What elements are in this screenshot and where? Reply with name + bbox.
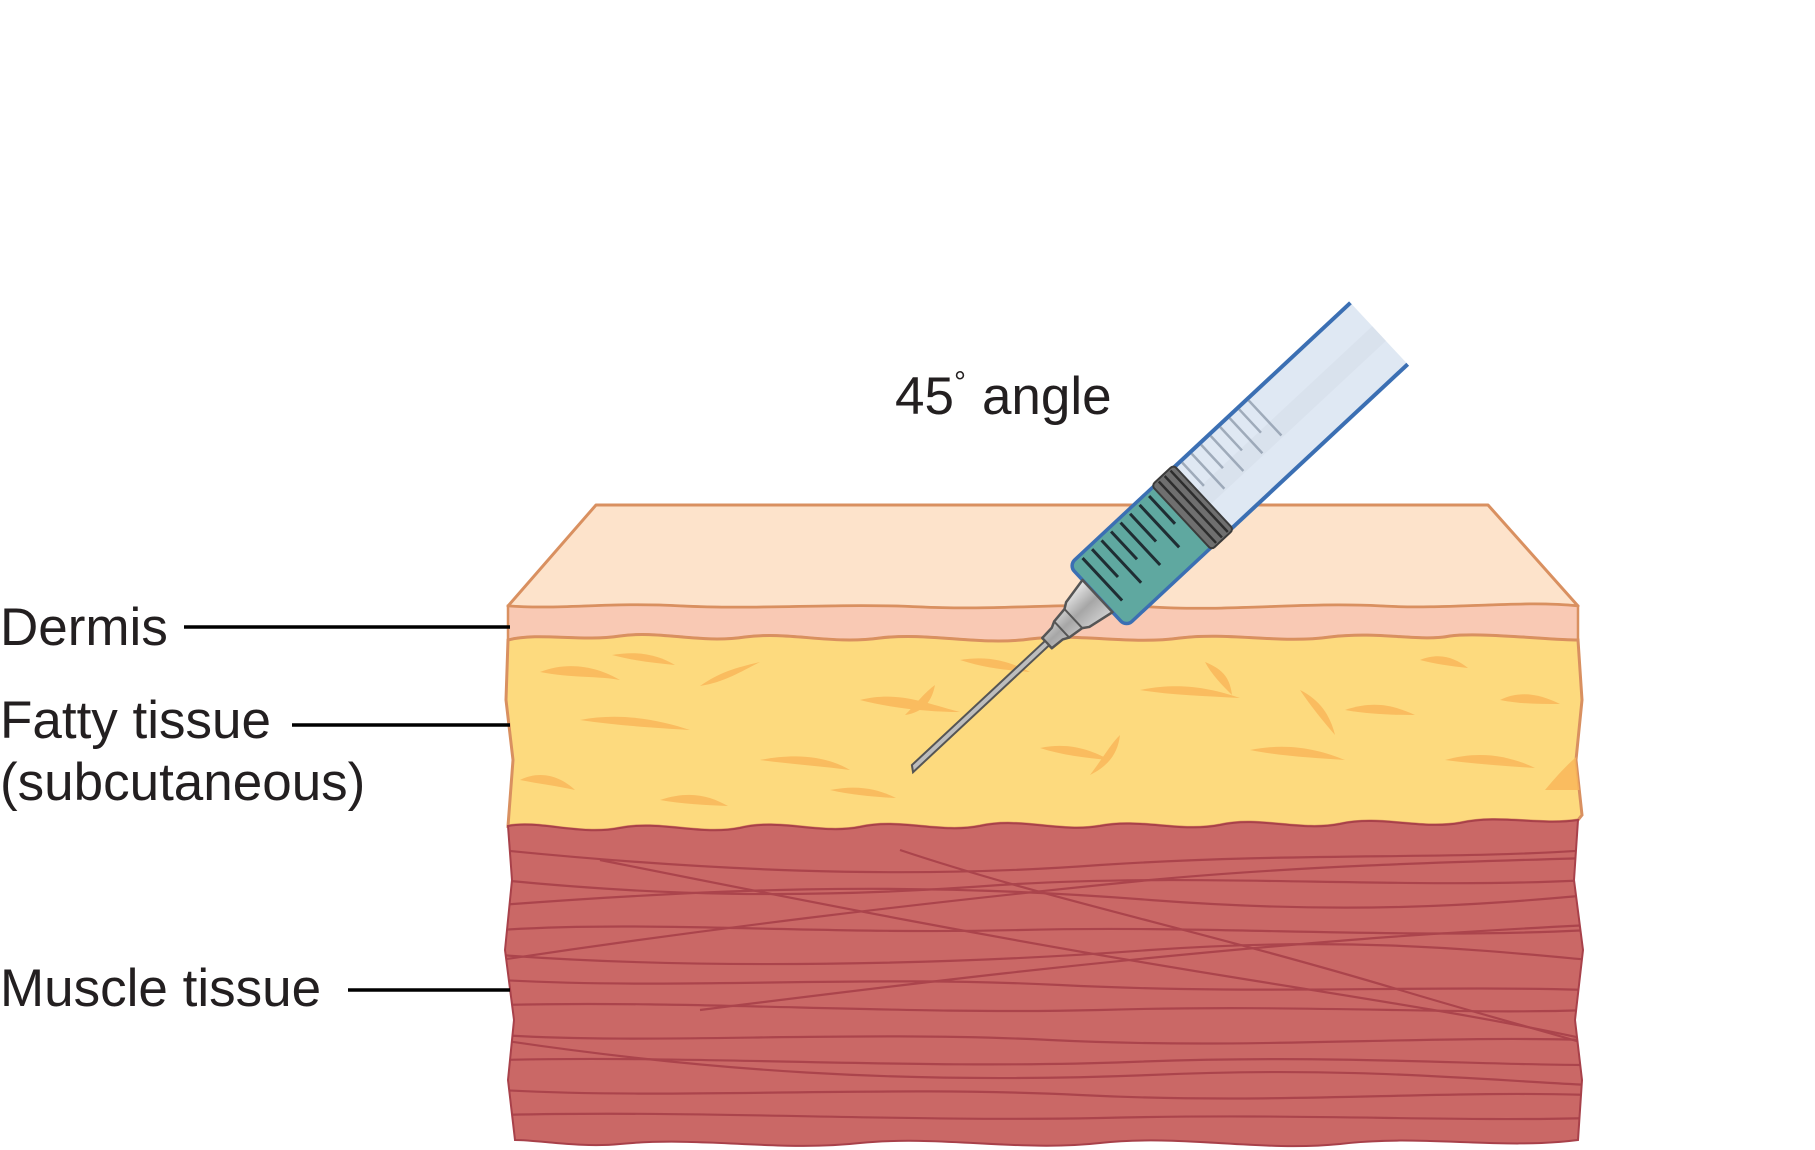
syringe-barrel bbox=[910, 301, 1410, 775]
needle-hub bbox=[1041, 578, 1114, 650]
label-muscle-text: Muscle tissue bbox=[0, 959, 321, 1018]
angle-value: 45 bbox=[895, 367, 954, 426]
barrel-graduations bbox=[1171, 399, 1283, 508]
skin-top-surface bbox=[506, 503, 1580, 610]
syringe bbox=[910, 301, 1410, 775]
angle-word: angle bbox=[982, 367, 1112, 426]
muscle-fibers bbox=[505, 848, 1583, 1121]
angle-annotation: 45° angle bbox=[895, 366, 1112, 426]
fat-streaks bbox=[520, 653, 1582, 806]
label-fatty-tissue: Fatty tissue (subcutaneous) bbox=[0, 691, 510, 812]
label-muscle-tissue: Muscle tissue bbox=[0, 959, 510, 1018]
needle bbox=[910, 639, 1051, 775]
degree-mark: ° bbox=[954, 366, 966, 399]
label-dermis-text: Dermis bbox=[0, 598, 168, 657]
tissue-block bbox=[503, 503, 1585, 1148]
liquid-graduations bbox=[1081, 494, 1181, 602]
muscle-layer bbox=[503, 818, 1585, 1148]
label-fatty-text-line1: Fatty tissue bbox=[0, 691, 271, 750]
label-fatty-text-line2: (subcutaneous) bbox=[0, 753, 365, 812]
label-dermis: Dermis bbox=[0, 598, 510, 657]
